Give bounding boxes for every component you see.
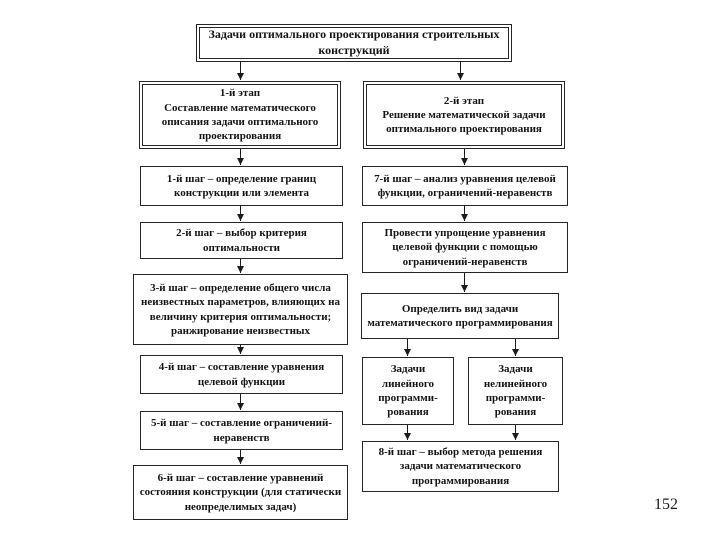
- simplify-box: Провести упрощение уравнения целевой фун…: [362, 222, 568, 273]
- step-3-box: 3-й шаг – определение общего числа неизв…: [133, 274, 348, 345]
- linear-programming-box: Задачи линейного программи-рования: [362, 357, 454, 425]
- page-number: 152: [654, 496, 678, 513]
- step-7-box: 7-й шаг – анализ уравнения целевой функц…: [362, 166, 568, 206]
- stage-2-label: 2-й этап: [443, 94, 485, 107]
- step-8-box: 8-й шаг – выбор метода решения задачи ма…: [362, 441, 559, 492]
- title-box: Задачи оптимального проектирования строи…: [196, 24, 512, 62]
- determine-type-box: Определить вид задачи математического пр…: [361, 293, 559, 339]
- step-4-box: 4-й шаг – составление уравнения целевой …: [140, 355, 343, 394]
- step-5-box: 5-й шаг – составление ограничений-нераве…: [140, 411, 343, 450]
- step-1-box: 1-й шаг – определение границ конструкции…: [140, 166, 343, 206]
- stage-1-box: 1-й этап Составление математического опи…: [139, 81, 341, 149]
- stage-2-text: Решение математической задачи оптимально…: [382, 108, 546, 136]
- stage-1-text: Составление математического описания зад…: [161, 101, 319, 143]
- diagram-title: Задачи оптимального проектирования строи…: [208, 27, 500, 57]
- nonlinear-programming-box: Задачи нелинейного программи-рования: [468, 357, 563, 425]
- step-2-box: 2-й шаг – выбор критерия оптимальности: [140, 222, 343, 259]
- stage-2-box: 2-й этап Решение математической задачи о…: [363, 81, 565, 149]
- stage-1-label: 1-й этап: [219, 87, 261, 100]
- step-6-box: 6-й шаг – составление уравнений состояни…: [133, 465, 348, 520]
